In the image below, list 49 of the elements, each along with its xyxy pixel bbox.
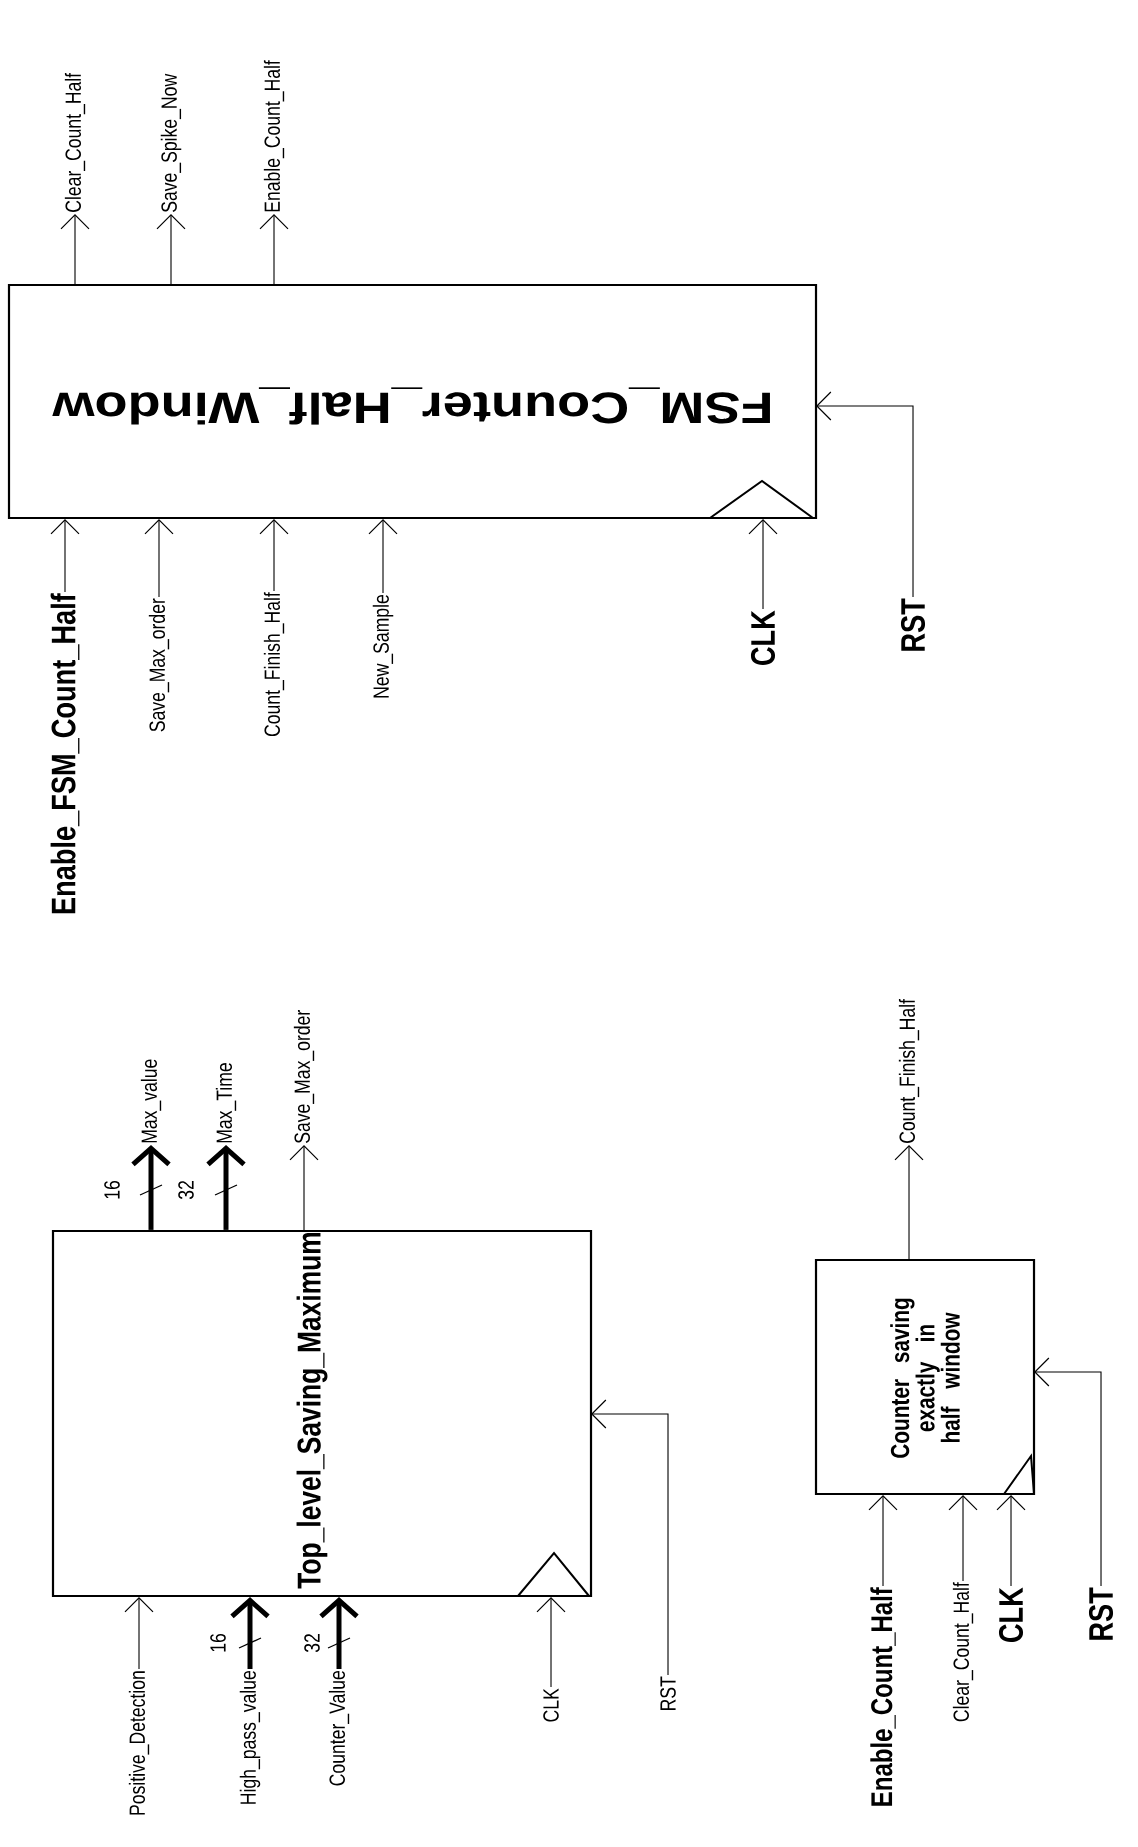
signal-label: Enable_Count_Half xyxy=(870,1587,896,1806)
signal-label: CLK xyxy=(750,610,776,665)
arrow xyxy=(868,1495,898,1587)
bus-width-label: 32 xyxy=(304,1634,320,1653)
signal-label: Save_Max_order xyxy=(148,598,170,732)
signal-label: CLK xyxy=(998,1587,1024,1642)
arrow xyxy=(591,1399,669,1676)
arrow xyxy=(1034,1357,1102,1587)
bus-width-label: 32 xyxy=(178,1181,194,1200)
module-block: FSM_Counter_Half_Window xyxy=(7,283,818,520)
arrow xyxy=(368,519,398,594)
signal-label: Clear_Count_Half xyxy=(952,1582,974,1722)
arrow xyxy=(259,519,289,592)
signal-label: RST xyxy=(660,1676,676,1710)
signal-label: CLK xyxy=(543,1688,559,1722)
arrow xyxy=(124,1597,154,1670)
module-block: Top_level_Saving_Maximum xyxy=(51,1229,593,1598)
signal-label: Count_Finish_Half xyxy=(898,999,920,1143)
arrow xyxy=(536,1597,566,1688)
arrow xyxy=(131,1145,171,1230)
arrow xyxy=(816,391,914,598)
bus-width-label: 16 xyxy=(210,1634,226,1652)
arrow xyxy=(996,1495,1026,1587)
signal-label: Counter_Value xyxy=(328,1671,350,1786)
arrow xyxy=(60,214,90,285)
signal-label: RST xyxy=(1088,1587,1114,1640)
signal-label: Save_Max_order xyxy=(293,1010,315,1143)
signal-label: Positive_Detection xyxy=(128,1671,150,1815)
signal-label: RST xyxy=(900,598,926,651)
signal-label: High_pass_value xyxy=(239,1671,261,1804)
arrow xyxy=(144,519,174,598)
arrow xyxy=(289,1145,319,1231)
signal-label: Enable_FSM_Count_Half xyxy=(50,593,80,914)
signal-label: Max_value xyxy=(140,1059,162,1143)
signal-label: Enable_Count_Half xyxy=(263,60,285,212)
arrow xyxy=(259,214,289,285)
signal-label: Max_Time xyxy=(215,1063,237,1143)
bus-width-label: 16 xyxy=(104,1181,120,1199)
arrow xyxy=(206,1145,246,1230)
signal-label: Clear_Count_Half xyxy=(64,72,86,212)
arrow xyxy=(894,1145,924,1260)
arrow xyxy=(50,519,80,593)
module-block: Counter saving exactly in half window xyxy=(814,1258,1036,1496)
signal-label: Count_Finish_Half xyxy=(263,592,285,737)
signal-label: Save_Spike_Now xyxy=(160,73,182,212)
arrow xyxy=(948,1495,978,1582)
arrow xyxy=(748,519,778,610)
arrow xyxy=(156,214,186,285)
signal-label: New_Sample xyxy=(372,595,394,698)
